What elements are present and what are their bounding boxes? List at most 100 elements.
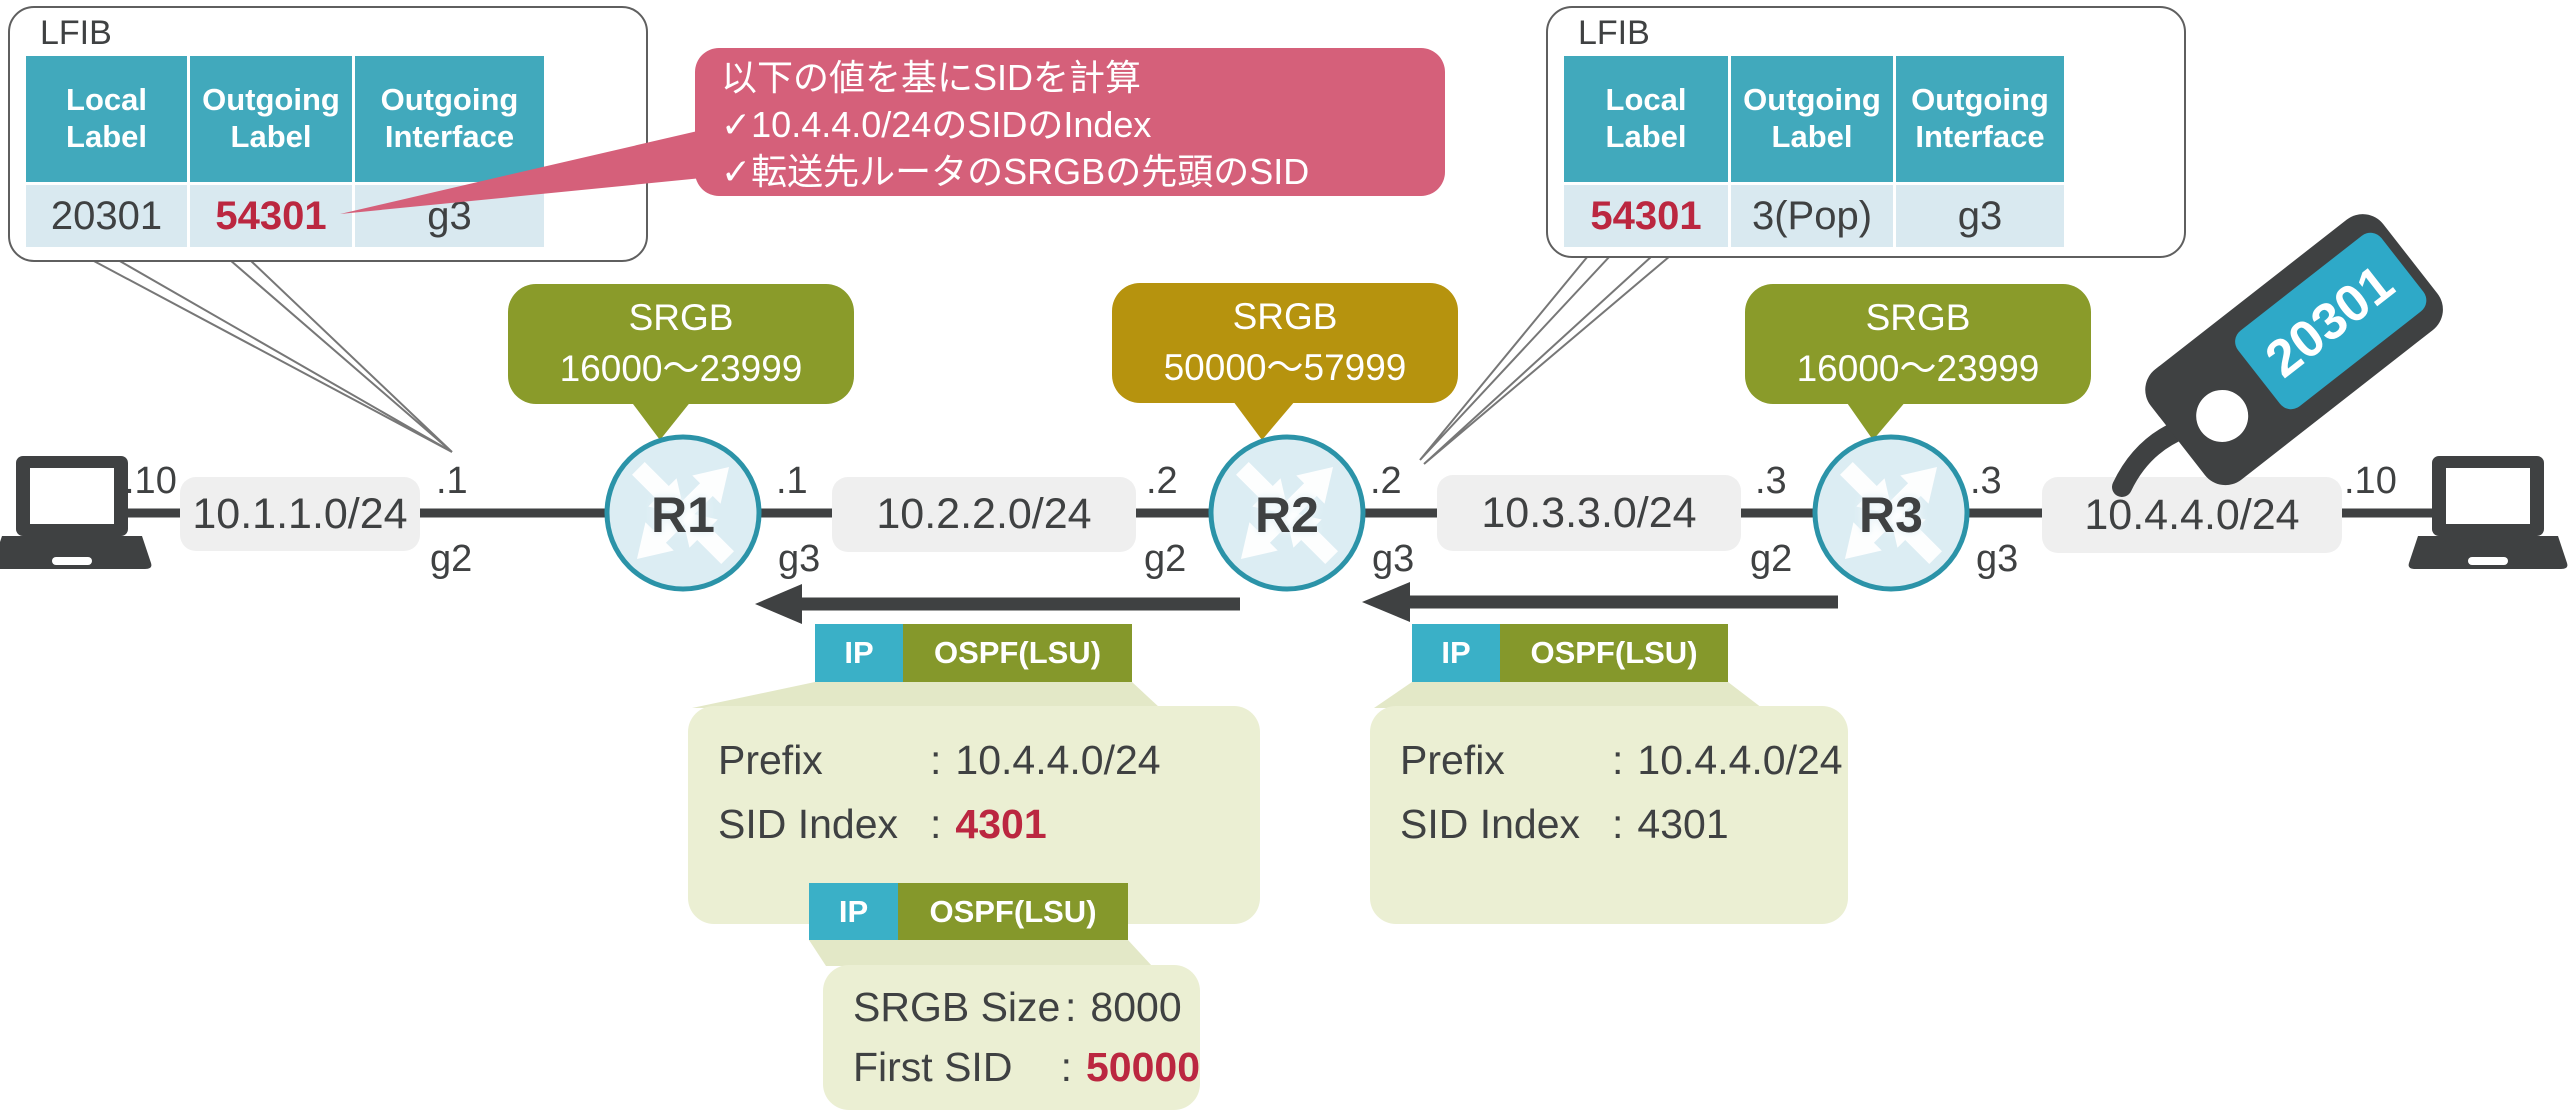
srgb-r3-callout-tail [1845,400,1907,440]
packet-srgb-tail [809,940,1152,966]
separator: : [930,800,942,847]
srgb-callout-r1: SRGB 16000〜23999 [508,284,854,404]
r2-g3-if-label: g3 [1372,538,1415,580]
r1-g3-if-label: g3 [778,538,821,580]
lfib-r2-local-label-value: 54301 [1564,185,1728,247]
separator: : [930,736,942,783]
lfib-r1-title: LFIB [40,14,112,52]
packet-srgb-first-sid-row: First SID : 50000 [853,1037,1200,1097]
advertise-arrow-r2-to-r1 [755,584,1240,624]
lfib-r2-col-outgoing-label: Outgoing Label [1731,56,1893,182]
packet-r3r2-ip-chip: IP [1412,624,1500,682]
separator: : [1612,800,1624,847]
r2-g3-ip-label: .2 [1370,460,1402,502]
lfib-r1-col-outgoing-label: Outgoing Label [190,56,352,182]
r3-g2-ip-label: .3 [1755,460,1787,502]
packet-r2r1-sid-index-row: SID Index : 4301 [718,792,1260,856]
router-r1-icon [604,434,762,592]
host-right-ip-label: .10 [2344,460,2397,502]
separator: : [1612,736,1624,783]
sid-calculation-note: 以下の値を基にSIDを計算 ✓10.4.4.0/24のSIDのIndex ✓転送… [695,48,1445,196]
lfib-r1-outgoing-interface-value: g3 [355,185,544,247]
packet-r3r2-sid-index-row: SID Index : 4301 [1400,792,1848,856]
srgb-r2-title: SRGB [1232,296,1338,337]
note-line-2: ✓10.4.4.0/24のSIDのIndex [721,104,1152,145]
r2-g2-if-label: g2 [1144,538,1187,580]
srgb-r1-title: SRGB [628,297,734,338]
first-sid-label: First SID [853,1043,1013,1090]
lfib-r1-outgoing-label-value: 54301 [190,185,352,247]
lfib-callout-r1: LFIB Local Label Outgoing Label Outgoing… [8,6,648,262]
subnet-label-10-2-2-0: 10.2.2.0/24 [832,477,1136,552]
r1-g2-ip-label: .1 [436,460,468,502]
lfib-r2-title: LFIB [1578,14,1650,52]
r1-g2-if-label: g2 [430,538,473,580]
sid-index-value: 4301 [955,800,1047,847]
packet-r2r1-ip-chip: IP [815,624,903,682]
packet-r2r1-body: Prefix : 10.4.4.0/24 SID Index : 4301 [688,706,1260,924]
packet-srgb-ospf-chip: OSPF(LSU) [898,883,1128,940]
prefix-label: Prefix [1400,736,1505,783]
note-line-1: 以下の値を基にSIDを計算 [721,57,1142,98]
lfib-r2-outgoing-interface-value: g3 [1896,185,2064,247]
host-left-ip-label: .10 [124,460,177,502]
subnet-label-10-1-1-0: 10.1.1.0/24 [180,477,420,551]
router-r1-label: R1 [651,487,715,543]
packet-r3r2-tail [1374,682,1762,708]
lfib-r2-connector-line-2 [1423,255,1673,465]
lfib-r1-connector-line-2 [227,259,453,453]
srgb-r3-range: 16000〜23999 [1796,348,2040,389]
packet-srgb-size-row: SRGB Size : 8000 [853,977,1200,1037]
subnet-label-10-3-3-0: 10.3.3.0/24 [1437,475,1741,551]
r3-g3-ip-label: .3 [1970,460,2002,502]
packet-r2r1-tail [692,682,1160,708]
router-r3-icon [1812,434,1970,592]
srgb-callout-r3: SRGB 16000〜23999 [1745,284,2091,404]
lfib-callout-r2: LFIB Local Label Outgoing Label Outgoing… [1546,6,2186,258]
r1-g3-ip-label: .1 [776,460,808,502]
router-r3-label: R3 [1859,487,1923,543]
separator: : [1065,983,1077,1030]
srgb-r1-range: 16000〜23999 [559,348,803,389]
prefix-label: Prefix [718,736,823,783]
sid-index-value: 4301 [1637,800,1729,847]
packet-r3r2-prefix-row: Prefix : 10.4.4.0/24 [1400,728,1848,792]
srgb-r1-callout-tail [630,400,692,440]
packet-r3r2-ospf-chip: OSPF(LSU) [1500,624,1728,682]
srgb-r3-title: SRGB [1865,297,1971,338]
r3-g3-if-label: g3 [1976,538,2019,580]
srgb-size-value: 8000 [1090,983,1182,1030]
srgb-size-label: SRGB Size [853,983,1061,1030]
packet-r2r1-ospf-chip: OSPF(LSU) [903,624,1132,682]
srgb-r2-callout-tail [1233,401,1295,440]
lfib-table-r1: Local Label Outgoing Label Outgoing Inte… [26,56,544,247]
lfib-r2-col-outgoing-interface: Outgoing Interface [1896,56,2064,182]
r3-g2-if-label: g2 [1750,538,1793,580]
packet-srgb-body: SRGB Size : 8000 First SID : 50000 [823,965,1200,1110]
lfib-r1-local-label-value: 20301 [26,185,187,247]
advertise-arrow-r3-to-r2 [1362,582,1838,622]
router-r2-label: R2 [1255,487,1319,543]
router-r2-icon [1208,434,1366,592]
packet-r3r2-body: Prefix : 10.4.4.0/24 SID Index : 4301 [1370,706,1848,924]
lfib-r1-col-outgoing-interface: Outgoing Interface [355,56,544,182]
srgb-callout-r2: SRGB 50000〜57999 [1112,283,1458,403]
laptop-right-icon [2408,456,2568,569]
r2-g2-ip-label: .2 [1146,460,1178,502]
lfib-table-r2: Local Label Outgoing Label Outgoing Inte… [1564,56,2064,247]
lfib-r1-col-local-label: Local Label [26,56,187,182]
first-sid-value: 50000 [1085,1043,1200,1090]
packet-srgb-ip-chip: IP [809,883,898,940]
lfib-r2-col-local-label: Local Label [1564,56,1728,182]
sid-index-label: SID Index [718,800,899,847]
subnet-label-10-4-4-0: 10.4.4.0/24 [2042,477,2342,553]
srgb-r2-range: 50000〜57999 [1163,347,1407,388]
sid-index-label: SID Index [1400,800,1581,847]
prefix-value: 10.4.4.0/24 [1637,736,1843,783]
lfib-r2-outgoing-label-value: 3(Pop) [1731,185,1893,247]
packet-r2r1-prefix-row: Prefix : 10.4.4.0/24 [718,728,1260,792]
prefix-value: 10.4.4.0/24 [955,736,1161,783]
note-line-3: ✓転送先ルータのSRGBの先頭のSID [721,151,1310,192]
